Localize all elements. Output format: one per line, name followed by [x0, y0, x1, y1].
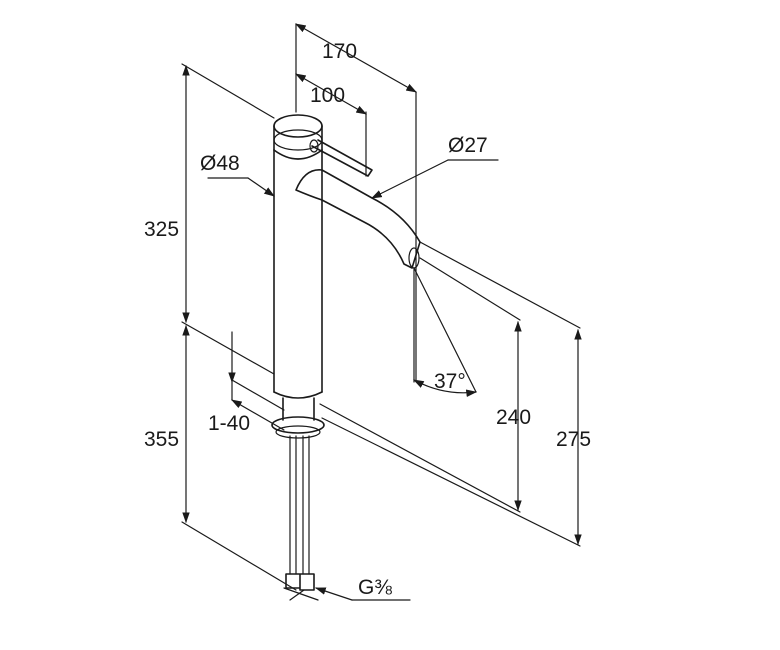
faucet-base-flange: [271, 416, 325, 434]
dim-355-label: 355: [144, 428, 179, 451]
supply-hoses: [283, 435, 319, 601]
dim-170: 170: [295, 23, 417, 381]
dim-100-label: 100: [310, 84, 345, 107]
dim-170-label: 170: [322, 40, 357, 63]
dim-d48: Ø48: [200, 152, 275, 197]
hose-connector: [285, 573, 315, 591]
dim-325: 325: [144, 63, 275, 375]
faucet-lever: [311, 139, 373, 177]
dim-d27: Ø27: [371, 134, 499, 199]
dim-d48-label: Ø48: [200, 152, 240, 175]
faucet-body: [271, 114, 421, 439]
faucet-base-washer: [275, 425, 321, 439]
dim-g38: G⅜: [314, 576, 411, 601]
faucet-column-bottom: [273, 391, 323, 399]
dim-g38-label: G⅜: [358, 576, 392, 599]
dim-275-label: 275: [556, 428, 591, 451]
faucet-cap-side: [273, 125, 323, 151]
faucet-cap-ring: [273, 149, 323, 160]
dim-325-label: 325: [144, 218, 179, 241]
dim-240: 240: [319, 257, 531, 513]
dim-d27-label: Ø27: [448, 134, 488, 157]
dim-275: 275: [321, 241, 591, 547]
dim-100: 100: [295, 73, 367, 177]
dim-1-40-label: 1-40: [208, 412, 250, 435]
dim-355: 355: [144, 324, 297, 591]
dim-37deg-label: 37°: [434, 370, 466, 393]
faucet-spout: [295, 169, 421, 269]
dim-37deg: 37°: [413, 267, 478, 397]
faucet-top-cap: [273, 114, 323, 138]
dim-1-40: 1-40: [208, 331, 285, 435]
faucet-spout-tip: [408, 247, 420, 269]
faucet-lever-pivot: [309, 139, 319, 153]
dim-240-label: 240: [496, 406, 531, 429]
